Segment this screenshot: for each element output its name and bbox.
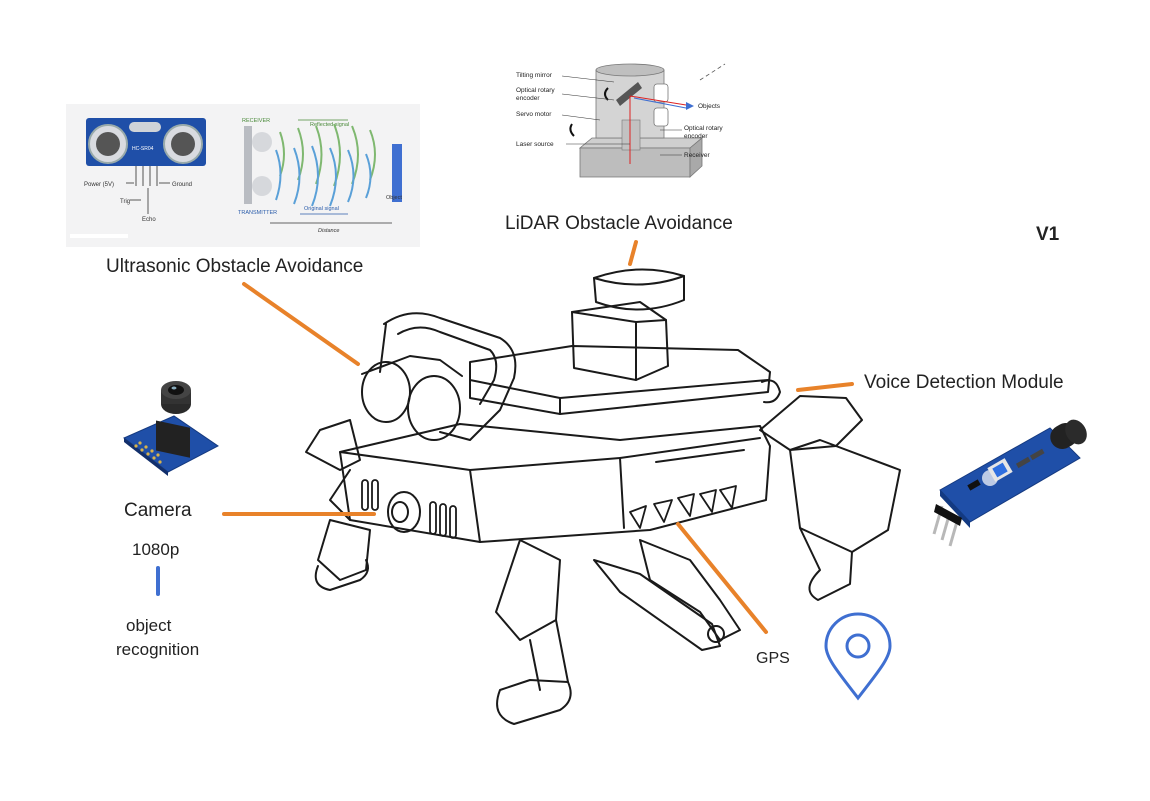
crystal [129,122,161,132]
window-top [653,83,669,103]
version-title: V1 [1036,224,1060,245]
side-slot [655,449,745,463]
side-vents [361,479,457,539]
leader-lidar [628,240,638,266]
leader-voice [796,382,854,392]
leader-gps [676,522,768,634]
original-label: Original signal [304,206,339,212]
shaft [621,119,641,151]
sensor-housing [244,126,252,204]
ultrasonic-mount [361,312,517,441]
voice-detection-label: Voice Detection Module [864,372,1064,393]
laser-out [629,95,687,106]
camera-lens-ring [387,491,421,533]
microphone-module-icon [932,419,1087,547]
objects-label: Objects [698,103,721,110]
camera-module-icon [123,381,219,476]
objects-arrowhead [686,102,694,110]
voice-module-picture [930,410,1100,555]
receiver-label: RECEIVER [242,118,270,124]
ultrasonic-eye-right [407,375,461,441]
ultrasonic-figure-svg: HC-SR04 Power (5V) Ground Trig Echo RECE… [70,118,402,238]
scan-dashed-line [699,63,726,81]
gps-pin-icon [824,612,892,701]
leader-ultrasonic [242,282,360,366]
transducer-right-mesh [171,132,195,156]
lidar-label: LiDAR Obstacle Avoidance [505,213,733,234]
reflected-label: Reflected signal [310,122,349,128]
scale-bar [70,234,128,238]
object-block [392,144,402,202]
original-waves [275,145,372,207]
receiver-disc [252,132,272,152]
encoder-left-label-2: encoder [516,95,540,102]
object-recognition-label-line2: recognition [116,640,200,659]
gps-vents [629,485,737,529]
voice-module-nub [761,379,781,404]
laser-source-label: Laser source [516,141,554,148]
receiver-label: Receiver [684,152,710,159]
lidar-base-side [689,137,703,178]
camera-label: Camera [124,500,192,521]
object-label: Object [386,195,402,201]
camera-resolution-label: 1080p [132,540,180,559]
ultrasonic-reference-figure: HC-SR04 Power (5V) Ground Trig Echo RECE… [66,104,420,247]
lidar-figure-svg: Tilting mirror Optical rotary encoder Se… [516,63,726,178]
encoder-right-label-2: encoder [684,133,708,140]
leg-rear-right [759,395,901,601]
lidar-leaders [561,75,682,156]
encoder-left-label-1: Optical rotary [516,87,555,94]
ground-label: Ground [172,182,192,188]
window-bottom [653,107,669,127]
leg-front-left [305,419,371,591]
transducer-left-mesh [96,132,120,156]
ultrasonic-label: Ultrasonic Obstacle Avoidance [106,256,364,277]
echo-label: Echo [142,217,156,223]
pins [135,166,158,186]
top-deck [469,345,771,415]
lidar-puck [571,268,685,381]
transmitter-disc [252,176,272,196]
encoder-right-label-1: Optical rotary [684,125,723,132]
leg-rear-left [593,539,741,651]
tilting-mirror-shape [616,82,642,106]
distance-label: Distance [318,228,339,234]
leg-front-right [495,539,572,725]
transmitter-label: TRANSMITTER [238,210,277,216]
camera-module-picture [116,368,226,478]
rotation-arrow-servo [569,123,575,137]
power-label: Power (5V) [84,182,114,188]
lidar-reference-figure: Tilting mirror Optical rotary encoder Se… [510,60,750,185]
return-beam [633,97,687,109]
tilting-mirror-label: Tilting mirror [516,72,553,79]
lidar-cylinder-top [595,63,665,77]
ultrasonic-eye-left [361,361,411,423]
servo-motor-label: Servo motor [516,111,552,118]
module-name-text: HC-SR04 [132,146,154,152]
gps-label: GPS [756,650,790,667]
trig-label: Trig [120,199,130,205]
object-recognition-label-line1: object [126,616,172,635]
